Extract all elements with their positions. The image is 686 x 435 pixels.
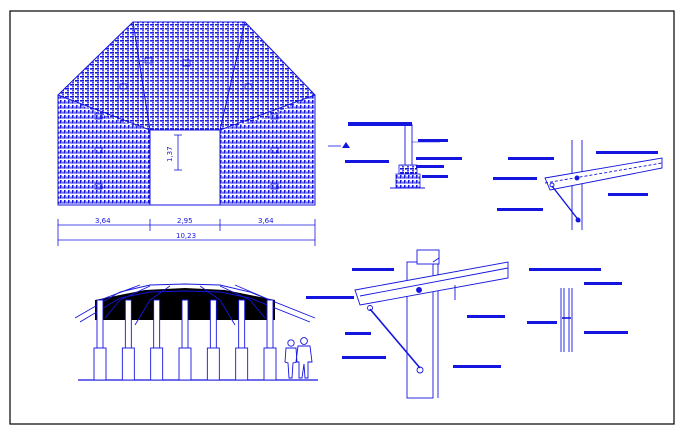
roof-plan-right-wing xyxy=(220,95,315,205)
detail-column-section xyxy=(560,288,573,352)
roof-plan-left-wing xyxy=(58,95,150,205)
section-marker-triangle xyxy=(342,142,350,148)
detail-bracket-joint xyxy=(544,140,663,230)
center-span-dimension: 2,95 xyxy=(177,217,193,225)
elevation-column-post xyxy=(238,299,246,349)
bracket-joint-labels xyxy=(493,151,658,211)
roof-plan-opening xyxy=(149,129,221,206)
elevation-columns xyxy=(93,299,277,381)
front-elevation xyxy=(74,283,318,381)
detail-roof-edge-section xyxy=(328,122,462,189)
plan-height-dimension: 1,37 xyxy=(166,146,174,162)
elevation-column-base xyxy=(121,347,135,381)
elevation-column-base xyxy=(263,347,277,381)
elevation-column-post xyxy=(209,299,217,349)
elevation-column-post xyxy=(181,299,189,349)
roof-plan-right-top-slope xyxy=(220,22,315,130)
sheet-border xyxy=(9,10,675,425)
elevation-column-post xyxy=(124,299,132,349)
elevation-column-base xyxy=(178,347,192,381)
left-span-dimension: 3,64 xyxy=(95,217,111,225)
elevation-column-base xyxy=(235,347,249,381)
elevation-column-base xyxy=(206,347,220,381)
elevation-column-post xyxy=(96,299,104,349)
roof-plan: 1,37 xyxy=(57,21,316,206)
plan-dimension-lines xyxy=(57,219,316,246)
elevation-column-base xyxy=(93,347,107,381)
column-beam-joint-labels xyxy=(306,268,505,368)
detail-column-beam-joint xyxy=(354,249,509,399)
human-figures xyxy=(284,337,313,379)
roof-plan-left-top-slope xyxy=(58,22,150,130)
column-section-labels xyxy=(527,268,628,334)
right-span-dimension: 3,64 xyxy=(258,217,274,225)
elevation-column-post xyxy=(266,299,274,349)
roof-plan-back-slope xyxy=(133,22,245,130)
elevation-column-post xyxy=(153,299,161,349)
total-span-dimension: 10,23 xyxy=(176,232,196,240)
elevation-column-base xyxy=(150,347,164,381)
